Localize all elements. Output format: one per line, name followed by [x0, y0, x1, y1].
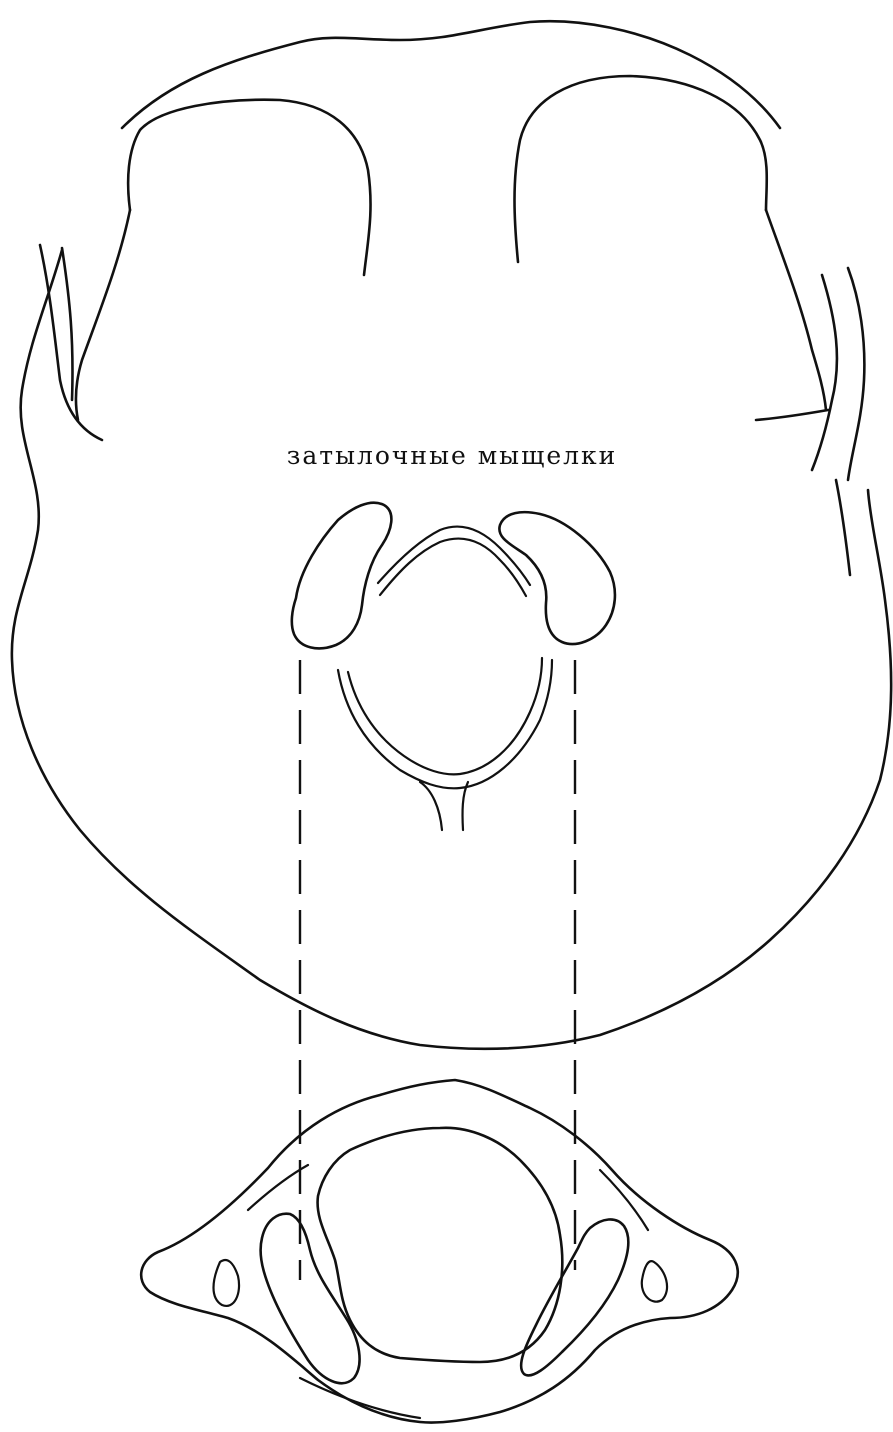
right-occipital-condyle [499, 512, 615, 644]
occipital-condyles-label: затылочные мыщелки [287, 441, 618, 470]
atlas-vertebra [141, 1080, 738, 1423]
foramen-magnum [338, 527, 552, 830]
projection-lines [300, 660, 575, 1280]
label-box: затылочные мыщелки [262, 420, 642, 490]
left-atlas-facet [261, 1214, 360, 1383]
left-occipital-condyle [292, 503, 392, 649]
skull-base [12, 21, 891, 1049]
